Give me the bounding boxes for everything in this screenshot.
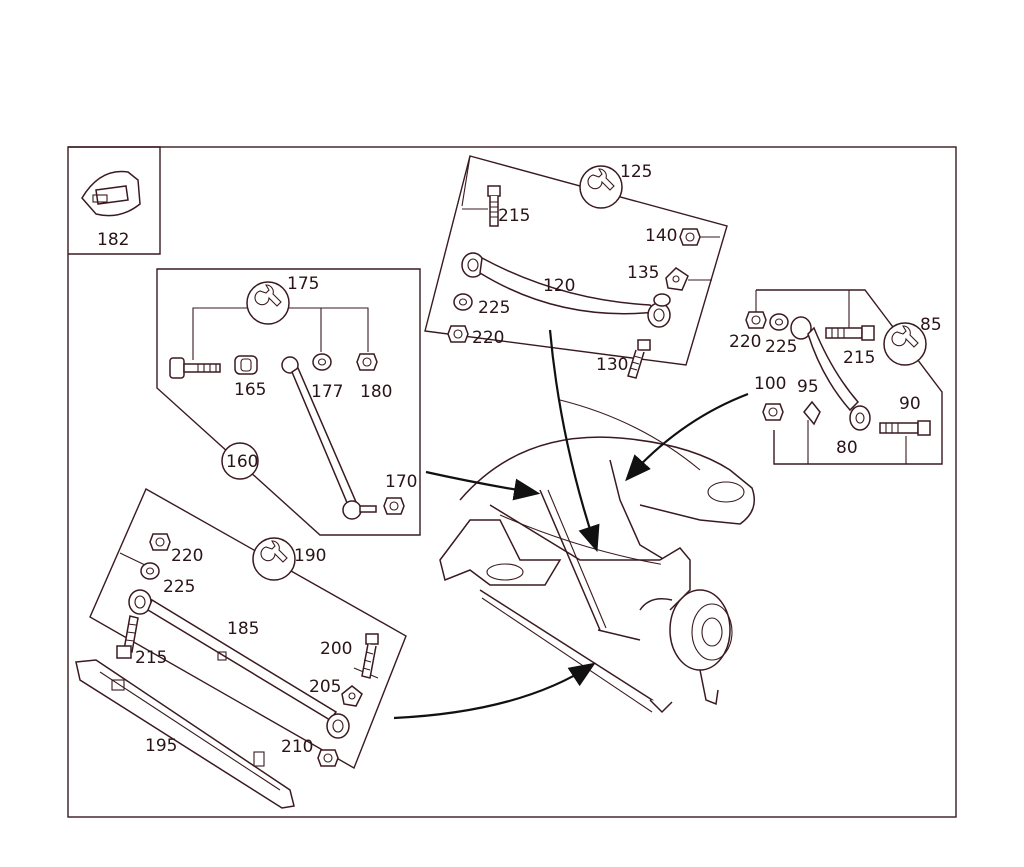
label-100: 100 [754,374,786,394]
label-135: 135 [627,263,659,283]
rear-axle-assembly [439,399,755,714]
label-80: 80 [836,438,858,458]
control-arm-80 [790,316,871,431]
bolt-215 [487,185,501,227]
label-175: 175 [287,274,319,294]
label-182: 182 [97,230,129,250]
label-90: 90 [899,394,921,414]
group-bottom: 190 220 225 185 215 200 205 210 [75,488,407,809]
label-225-bottom: 225 [163,577,195,597]
label-165: 165 [234,380,266,400]
bolt-left [169,357,221,379]
wrench-icon [252,537,296,581]
label-220-right: 220 [729,332,761,352]
label-140: 140 [645,226,677,246]
wrench-icon [246,281,290,325]
label-215-bottom: 215 [135,648,167,668]
pointer-arrows [393,329,749,720]
label-215-top: 215 [498,206,530,226]
label-190: 190 [294,546,326,566]
label-220-bottom: 220 [171,546,203,566]
wheel-hub [639,547,733,706]
link-rod-160 [281,356,377,520]
label-95: 95 [797,377,819,397]
group-top: 125 215 140 135 120 225 [424,155,728,379]
label-130: 130 [596,355,628,375]
control-arm-185 [128,589,350,739]
label-177: 177 [311,382,343,402]
label-120: 120 [543,276,575,296]
label-125: 125 [620,162,652,182]
label-220-top: 220 [472,328,504,348]
label-200: 200 [320,639,352,659]
label-185: 185 [227,619,259,639]
label-170: 170 [385,472,417,492]
label-85: 85 [920,315,942,335]
group-left: 175 165 177 180 170 160 [156,268,421,536]
bolt-130 [627,339,651,379]
label-160: 160 [226,452,258,472]
crossmember-195 [75,659,295,809]
label-225-top: 225 [478,298,510,318]
group-right: 85 220 225 215 100 95 80 90 [729,289,943,465]
inset-182: 182 [68,146,161,255]
label-225-right: 225 [765,337,797,357]
label-215-right: 215 [843,348,875,368]
wrench-icon [579,165,623,209]
label-205: 205 [309,677,341,697]
outer-frame [67,146,957,818]
label-180: 180 [360,382,392,402]
label-195: 195 [145,736,177,756]
control-arm-120 [461,252,671,328]
label-210: 210 [281,737,313,757]
